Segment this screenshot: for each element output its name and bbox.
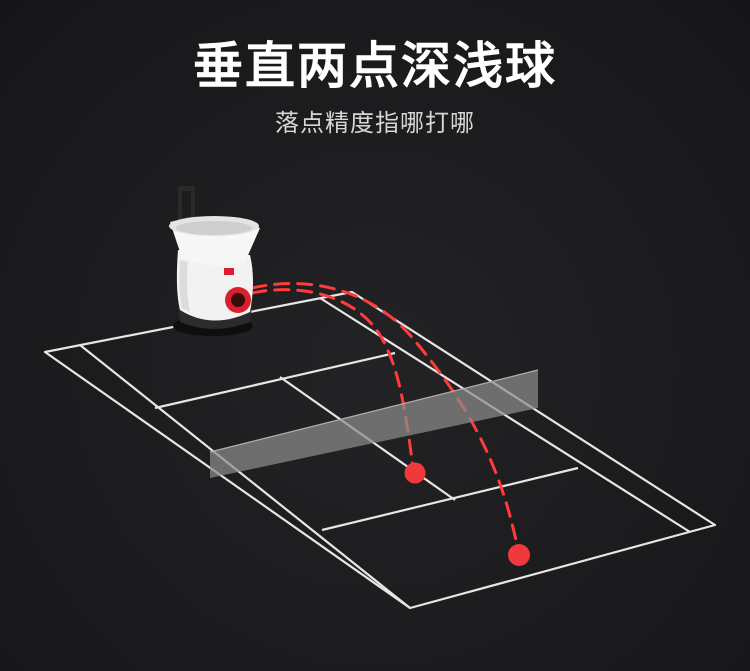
service-line-far (321, 466, 579, 532)
ball-short-landing (404, 462, 426, 484)
singles-sideline-left (79, 344, 411, 609)
tennis-net (210, 370, 538, 478)
tennis-ball-machine-icon (169, 186, 260, 336)
trajectory-deep (250, 282, 520, 552)
trajectory-short (250, 288, 415, 470)
trajectory-paths (250, 282, 520, 552)
tennis-court (43, 290, 717, 610)
service-line-near (154, 351, 396, 410)
page-title: 垂直两点深浅球 (193, 37, 557, 95)
page-subtitle: 落点精度指哪打哪 (275, 109, 475, 137)
net-top-band (209, 369, 539, 453)
ball-deep-landing (508, 544, 530, 566)
court-outer-boundary (43, 290, 717, 610)
